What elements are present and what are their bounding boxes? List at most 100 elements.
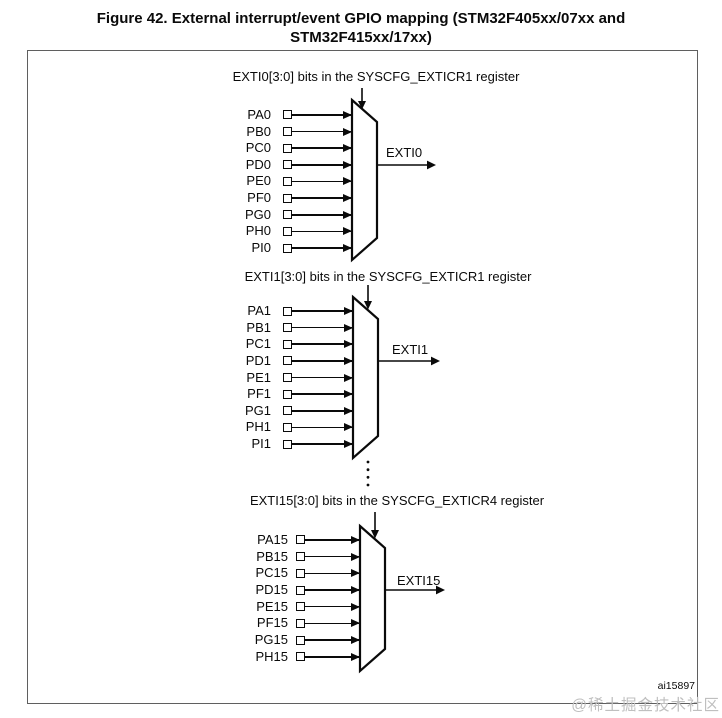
wire-arrow <box>305 539 360 541</box>
pin-label: PE15 <box>256 598 288 614</box>
watermark-text: @稀土掘金技术社区 <box>571 697 720 714</box>
pin-pad-square <box>296 602 305 612</box>
input-row: PC0 <box>233 140 352 157</box>
pin-pad-square <box>296 585 305 595</box>
pin-label: PA1 <box>247 303 271 318</box>
pin-pad-square <box>283 422 292 432</box>
wire-arrow <box>292 443 353 445</box>
wire-arrow <box>292 343 353 346</box>
wire-arrow <box>305 555 360 558</box>
exticr4-register-label-exti15: EXTI15[3:0] bits in the SYSCFG_EXTICR4 r… <box>249 493 545 508</box>
exticr1-register-label-exti1: EXTI1[3:0] bits in the SYSCFG_EXTICR1 re… <box>244 269 532 284</box>
wire-arrow <box>292 114 352 116</box>
input-row: PH0 <box>233 223 352 240</box>
pin-pad-square <box>283 110 292 120</box>
pin-label: PA15 <box>257 531 288 547</box>
pin-pad-square <box>283 323 292 333</box>
input-row: PE15 <box>240 598 360 615</box>
wire-arrow <box>292 376 353 379</box>
pin-pad-square <box>296 552 305 562</box>
output-label-exti15: EXTI15 <box>397 573 441 588</box>
wire-arrow <box>292 180 352 183</box>
input-row: PG0 <box>233 206 352 223</box>
input-row: PI0 <box>233 240 352 257</box>
figure-title-line2: STM32F415xx/17xx) <box>290 29 432 46</box>
pin-label: PG1 <box>244 402 271 418</box>
input-row: PD0 <box>233 157 352 174</box>
pin-label: PH0 <box>245 223 271 239</box>
input-row: PD1 <box>233 353 353 370</box>
pin-label: PB15 <box>256 548 288 564</box>
input-row: PB0 <box>233 123 352 140</box>
input-row: PF0 <box>233 190 352 207</box>
wire-arrow <box>305 605 360 608</box>
pin-label: PC1 <box>245 336 271 352</box>
input-row: PE1 <box>233 369 353 386</box>
input-row: PD15 <box>240 582 360 599</box>
input-row: PF15 <box>240 615 360 632</box>
wire-arrow <box>292 197 352 199</box>
wire-arrow <box>292 147 352 149</box>
pin-pad-square <box>283 193 292 203</box>
pin-pad-square <box>283 373 292 383</box>
output-label-exti0: EXTI0 <box>386 145 423 160</box>
pin-pad-square <box>296 568 305 578</box>
pin-label: PE1 <box>246 369 271 385</box>
wire-arrow <box>292 426 353 429</box>
pin-label: PD15 <box>255 582 288 597</box>
pin-label: PH1 <box>245 419 271 435</box>
pin-pad-square <box>296 652 305 662</box>
pin-label: PA0 <box>247 106 271 122</box>
pin-label: PD1 <box>245 352 271 368</box>
figure-title: Figure 42. External interrupt/event GPIO… <box>0 9 722 47</box>
pin-pad-square <box>296 635 305 645</box>
pin-pad-square <box>283 210 292 220</box>
wire-arrow <box>292 410 353 412</box>
wire-arrow <box>292 130 352 133</box>
wire-arrow <box>305 589 360 591</box>
diagram-frame <box>27 50 698 704</box>
wire-arrow <box>305 572 360 575</box>
pin-pad-square <box>283 226 292 236</box>
pin-label: PG0 <box>244 206 271 222</box>
input-row: PI1 <box>233 436 353 453</box>
wire-arrow <box>292 360 353 362</box>
pin-pad-square <box>283 389 292 399</box>
input-row: PA1 <box>233 303 353 320</box>
pin-pad-square <box>283 127 292 137</box>
pin-label: PF1 <box>247 386 271 402</box>
wire-arrow <box>292 213 352 216</box>
pin-pad-square <box>283 306 292 316</box>
input-row: PE0 <box>233 173 352 190</box>
wire-arrow <box>305 655 360 658</box>
input-row: PB15 <box>240 548 360 565</box>
pin-label: PE0 <box>246 173 271 189</box>
input-row: PH15 <box>240 648 360 665</box>
wire-arrow <box>292 326 353 329</box>
pin-pad-square <box>283 339 292 349</box>
mux-inputs-exti1: PA1 PB1 PC1 PD1 PE1 PF1 PG1 PH1 PI1 <box>233 303 353 453</box>
pin-pad-square <box>283 439 292 449</box>
input-row: PA15 <box>240 532 360 549</box>
exticr1-register-label-exti0: EXTI0[3:0] bits in the SYSCFG_EXTICR1 re… <box>232 69 520 84</box>
pin-label: PB0 <box>246 123 271 139</box>
wire-arrow <box>292 393 353 395</box>
pin-label: PB1 <box>246 319 271 335</box>
mux-inputs-exti15: PA15 PB15 PC15 PD15 PE15 PF15 PG15 PH15 <box>240 532 360 666</box>
pin-label: PD0 <box>245 156 271 172</box>
pin-label: PH15 <box>255 648 288 664</box>
pin-pad-square <box>296 618 305 628</box>
pin-pad-square <box>283 160 292 170</box>
input-row: PG15 <box>240 632 360 649</box>
pin-pad-square <box>283 356 292 366</box>
wire-arrow <box>292 164 352 166</box>
wire-arrow <box>292 230 352 233</box>
figure-reference-id: ai15897 <box>657 680 695 692</box>
pin-label: PC0 <box>245 140 271 156</box>
figure-title-line1: Figure 42. External interrupt/event GPIO… <box>96 10 626 27</box>
input-row: PB1 <box>233 319 353 336</box>
wire-arrow <box>292 310 353 312</box>
pin-label: PF0 <box>247 190 271 206</box>
input-row: PG1 <box>233 403 353 420</box>
